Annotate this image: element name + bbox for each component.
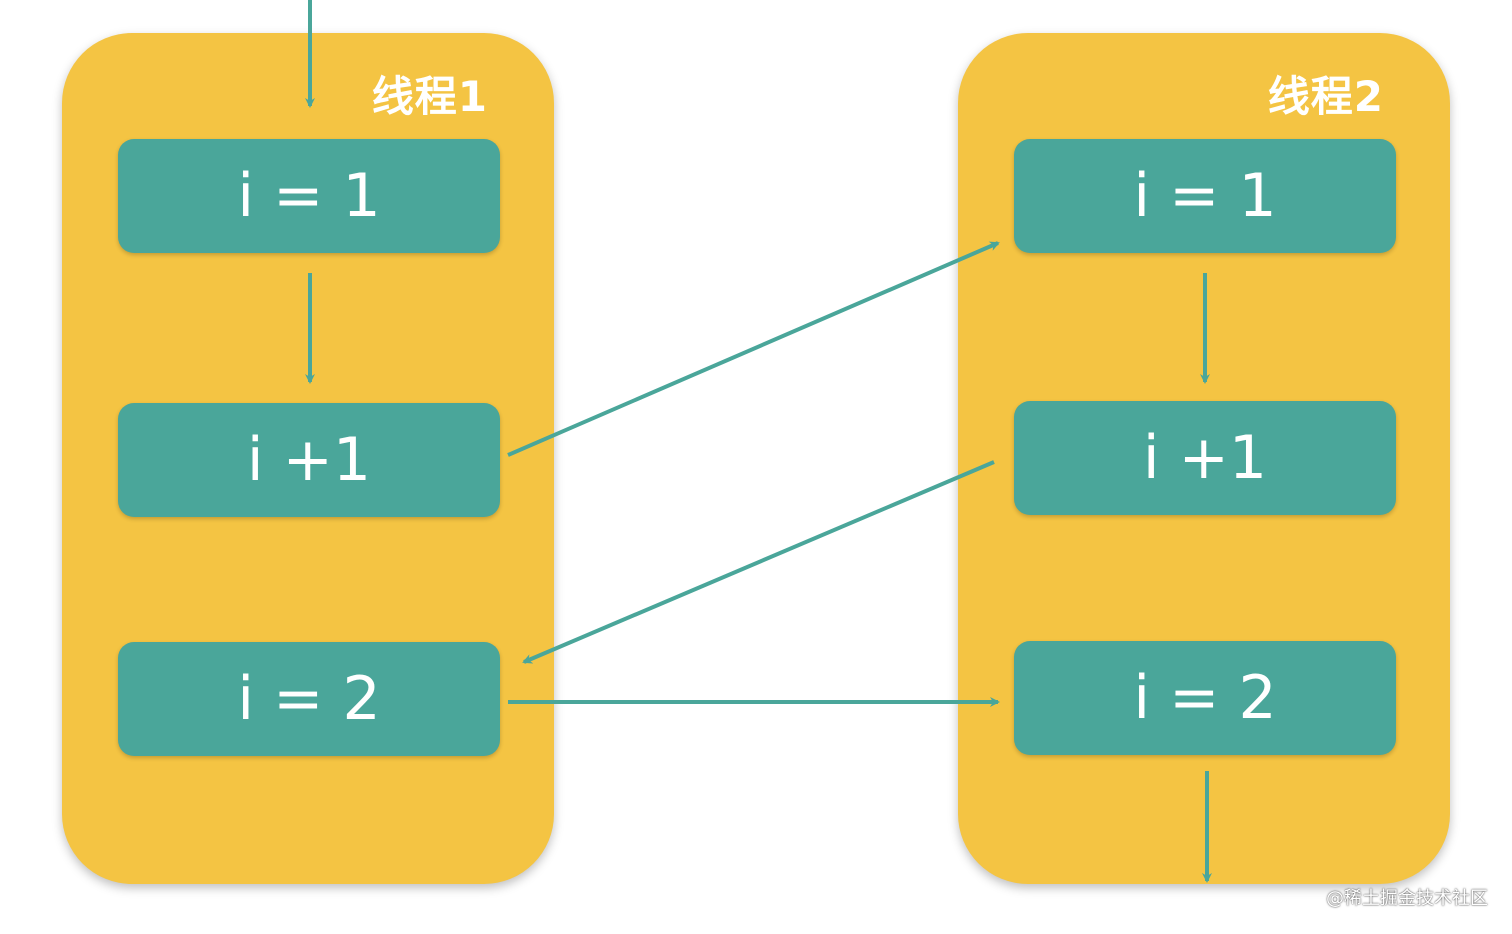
thread-1-title: 线程1 xyxy=(371,72,488,121)
step-label: i = 1 xyxy=(237,161,381,231)
thread-2-step-1: i = 1 xyxy=(1014,139,1396,253)
thread-1-step-1: i = 1 xyxy=(118,139,500,253)
step-label: i = 2 xyxy=(237,664,381,734)
thread-2-step-2: i +1 xyxy=(1014,401,1396,515)
thread-1-step-2: i +1 xyxy=(118,403,500,517)
thread-2-title: 线程2 xyxy=(1267,72,1384,121)
thread-1-to-thread-2-read-arrow xyxy=(507,241,1000,457)
thread-2-to-thread-1-arrow xyxy=(522,460,995,664)
thread-1-step-3: i = 2 xyxy=(118,642,500,756)
thread-1-container: 线程1 i = 1 i +1 i = 2 xyxy=(62,33,554,884)
step-label: i = 1 xyxy=(1133,161,1277,231)
watermark-text: @稀土掘金技术社区 xyxy=(1326,888,1488,909)
thread-2-container: 线程2 i = 1 i +1 i = 2 xyxy=(958,33,1450,884)
step-label: i = 2 xyxy=(1133,663,1277,733)
step-label: i +1 xyxy=(246,425,372,495)
thread-2-step-3: i = 2 xyxy=(1014,641,1396,755)
step-label: i +1 xyxy=(1142,423,1268,493)
